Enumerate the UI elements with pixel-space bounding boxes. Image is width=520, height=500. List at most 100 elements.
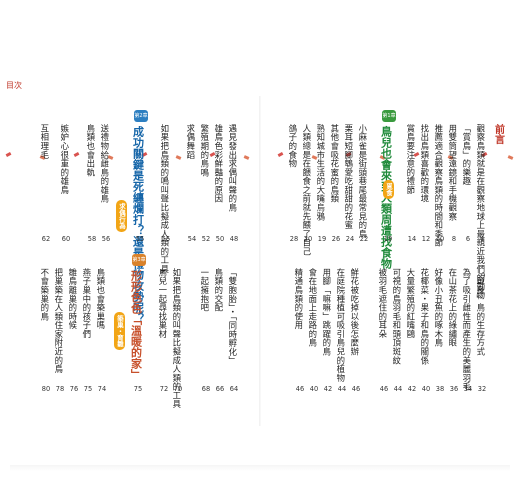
page-number: 40: [421, 385, 431, 393]
list-item[interactable]: 被羽毛遮住的耳朵: [377, 268, 388, 339]
page-number: 12: [421, 235, 431, 243]
header-title: 目次: [6, 81, 22, 90]
page-number: 20: [303, 235, 313, 243]
chapter-badge: 第2章: [134, 110, 148, 122]
list-item[interactable]: 雛鳥離巢的時候: [67, 268, 78, 330]
list-item[interactable]: 不會築巢的鳥: [39, 268, 50, 321]
list-item[interactable]: 熟知城市生活的大嘴烏鴉: [315, 124, 326, 221]
page-number: 56: [101, 235, 111, 243]
list-item[interactable]: 求偶舞蹈: [185, 124, 196, 160]
list-item[interactable]: 雄鳥色彩鮮豔的原因: [213, 124, 224, 204]
chapter-2-title[interactable]: 成功關鍵是死纏爛打？還是禮物攻勢呢？: [131, 126, 145, 324]
page-number: 55: [135, 235, 145, 243]
page-number: 74: [97, 385, 107, 393]
page-number: 22: [359, 235, 369, 243]
list-item[interactable]: 如果把鳥類的鳴叫聲比擬成人類的工具: [159, 124, 170, 274]
list-item[interactable]: 好像小丑魚的啄木鳥: [433, 268, 444, 348]
list-item[interactable]: 小麻雀是街頭巷尾最常見的鳥: [357, 124, 368, 239]
page-number: 46: [295, 385, 305, 393]
page-number: 4: [479, 235, 485, 243]
list-item[interactable]: 觀察鳥類就是在觀察地球上最親近我們的動物: [475, 124, 486, 300]
list-item[interactable]: 在山茶花上的綠繡眼: [447, 268, 458, 348]
list-item[interactable]: 推薦適合觀察鳥類的時間和季節: [433, 124, 444, 248]
list-item[interactable]: 用腳「嘛嘛」跳躍的鳥: [321, 268, 332, 356]
ribbon-mark: [5, 152, 12, 157]
list-item[interactable]: 送禮物給雌鳥的雄鳥: [99, 124, 110, 204]
page-shadow: [10, 465, 510, 471]
page-number: 36: [449, 385, 459, 393]
page-number: 34: [463, 385, 473, 393]
page-number: 55: [161, 235, 171, 243]
list-item[interactable]: 鳥兒一起尋找巢材: [157, 268, 168, 339]
list-item[interactable]: 一起擁抱吧: [199, 268, 210, 312]
page-gutter: [259, 96, 261, 426]
page-number: 42: [407, 385, 417, 393]
list-item[interactable]: 「賞鳥」的樂趣: [461, 124, 472, 186]
page-number: 68: [201, 385, 211, 393]
page-number: 72: [159, 385, 169, 393]
chapter-2-tag: 求偶行為: [116, 200, 127, 232]
list-item[interactable]: 人類總是在餵食之前就先餵了自己: [301, 124, 312, 256]
list-item[interactable]: 其他會吸花蜜的鳥類: [329, 124, 340, 204]
list-item[interactable]: 為了吸引雌性而產生的美麗羽毛: [461, 268, 472, 392]
list-item[interactable]: 精通鳥類的使用: [293, 268, 304, 330]
list-item[interactable]: 鮮花被吃掉以後怎麼辦: [349, 268, 360, 356]
page-number: 64: [229, 385, 239, 393]
list-item[interactable]: 燕子巢中的孩子們: [81, 268, 92, 339]
page-number: 44: [393, 385, 403, 393]
chapter-3-title[interactable]: 形形色色「溫暖的家」: [129, 270, 143, 380]
list-item[interactable]: 如果把鳥類的叫聲比擬成人類的工具: [171, 268, 182, 409]
list-item[interactable]: 賞鳥要注意的禮節: [405, 124, 416, 195]
page-number: 76: [69, 385, 79, 393]
page-number: 40: [309, 385, 319, 393]
list-item[interactable]: 會在地面上走路的鳥: [307, 268, 318, 348]
page-number: 10: [435, 235, 445, 243]
list-item[interactable]: 「單身」鳥的生存方式: [475, 268, 486, 356]
list-item[interactable]: 找出鳥類喜歡的環境: [419, 124, 430, 204]
page-number: 78: [55, 385, 65, 393]
list-item[interactable]: 「雙胞胎」・「同時孵化」: [227, 268, 238, 366]
chapter-3-tag: 築巢・育雛: [114, 312, 125, 350]
page-number: 46: [379, 385, 389, 393]
list-item[interactable]: 繁殖期的鳥鳴: [199, 124, 210, 177]
page-number: 60: [61, 235, 71, 243]
page-number: 6: [465, 235, 471, 243]
page-number: 66: [215, 385, 225, 393]
ribbon-mark: [277, 152, 284, 157]
list-item[interactable]: 栗耳短腳鵯愛吃甜甜的花蜜: [343, 124, 354, 230]
page-number: 32: [477, 385, 487, 393]
page-number: 26: [331, 235, 341, 243]
list-item[interactable]: 鳥類也會出軌: [85, 124, 96, 177]
list-item[interactable]: 把巢築在人類住家附近的鳥: [53, 268, 64, 374]
list-item[interactable]: 鳥類也會築巢嗎: [95, 268, 106, 330]
page-number: 24: [345, 235, 355, 243]
ribbon-mark: [243, 155, 250, 160]
page-number: 8: [451, 235, 457, 243]
page-number: 46: [351, 385, 361, 393]
page-number: 62: [41, 235, 51, 243]
list-item[interactable]: 花椰菜・果子和鳥的關係: [419, 268, 430, 365]
list-item[interactable]: 可視的鳥羽毛和頭頂斑紋: [391, 268, 402, 365]
page-number: 48: [229, 235, 239, 243]
page-number: 44: [337, 385, 347, 393]
page-number: 19: [383, 235, 393, 243]
chapter-badge: 第1章: [382, 110, 396, 122]
preface-heading: 前言: [492, 124, 504, 144]
page-number: 80: [41, 385, 51, 393]
ribbon-mark: [175, 155, 182, 160]
page-number: 42: [323, 385, 333, 393]
page-number: 14: [407, 235, 417, 243]
list-item[interactable]: 遇見發出求偶叫聲的鳥: [227, 124, 238, 212]
ribbon-mark: [73, 152, 80, 157]
list-item[interactable]: 嫉妒心很重的雄鳥: [59, 124, 70, 195]
page-number: 58: [87, 235, 97, 243]
chapter-1-tag: 覓食: [383, 180, 394, 199]
list-item[interactable]: 鳥類的交配: [213, 268, 224, 312]
page-number: 38: [435, 385, 445, 393]
list-item[interactable]: 在庭院種植可吸引鳥兒的植物: [335, 268, 346, 383]
list-item[interactable]: 鴿子的食物: [287, 124, 298, 168]
list-item[interactable]: 大量繁殖的紅嘴鷗: [405, 268, 416, 339]
list-item[interactable]: 用雙筒望遠鏡和手機觀察: [447, 124, 458, 221]
list-item[interactable]: 互相理毛: [39, 124, 50, 160]
page-number: 70: [173, 385, 183, 393]
